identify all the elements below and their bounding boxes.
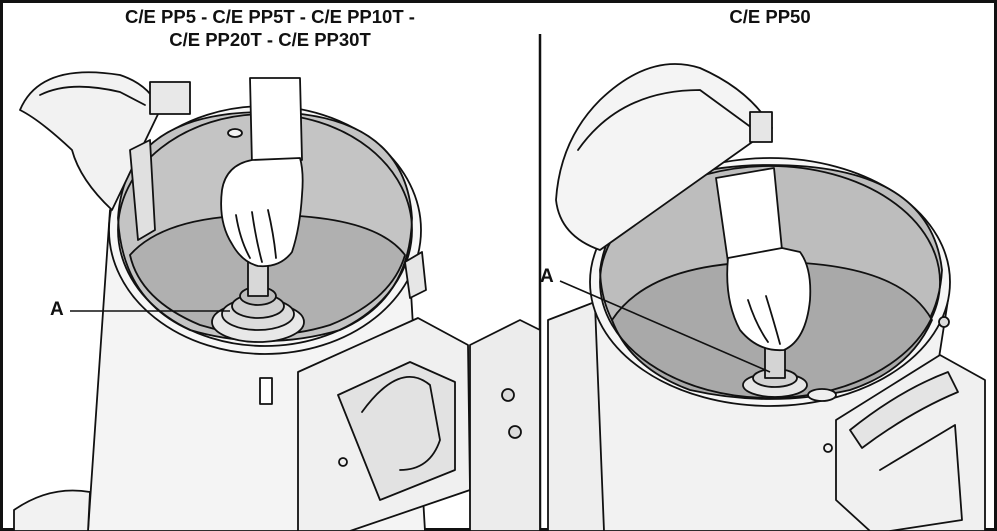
left-latch — [404, 251, 427, 299]
right-handle-frame — [879, 424, 963, 531]
right-knob — [938, 316, 950, 328]
left-motor-box — [469, 319, 541, 531]
left-panel-title-line1: C/E PP5 - C/E PP5T - C/E PP10T - — [125, 6, 415, 27]
right-outlet-hole — [807, 388, 837, 402]
left-chute-inner — [337, 361, 456, 501]
callout-a-right: A — [540, 266, 554, 287]
left-panel-illustration — [13, 71, 541, 531]
left-panel-title-line2: C/E PP20T - C/E PP30T — [169, 29, 371, 50]
right-left-housing — [547, 299, 607, 531]
left-chute-handle — [361, 376, 441, 471]
left-motor-knob-1 — [501, 388, 515, 402]
left-motor-knob-2 — [508, 425, 522, 439]
left-lid-inner — [39, 85, 146, 106]
left-arm — [249, 77, 303, 166]
left-base — [13, 489, 91, 531]
right-screw — [823, 443, 833, 453]
left-finger-3 — [267, 209, 277, 259]
right-hand — [726, 247, 812, 352]
left-finger-2 — [251, 211, 263, 263]
right-finger-1 — [747, 299, 769, 343]
right-panel-illustration — [547, 63, 986, 531]
right-arm — [715, 167, 783, 263]
right-handle-bracket — [835, 354, 986, 531]
left-lid-bracket — [149, 81, 191, 115]
callout-a-left: A — [50, 299, 64, 320]
left-screw — [338, 457, 348, 467]
left-bowl-hole — [227, 128, 243, 138]
left-lid-slot — [129, 139, 156, 241]
right-handle-grip — [849, 371, 959, 449]
leader-line-right — [559, 280, 771, 373]
left-plug — [259, 377, 273, 405]
right-hinge — [749, 111, 773, 143]
right-finger-2 — [765, 295, 781, 345]
right-bowl-inner-rim — [599, 165, 941, 399]
left-shaft — [247, 261, 269, 297]
left-finger-1 — [235, 214, 251, 259]
right-panel-title: C/E PP50 — [729, 6, 811, 27]
right-lid-inner — [577, 89, 753, 151]
